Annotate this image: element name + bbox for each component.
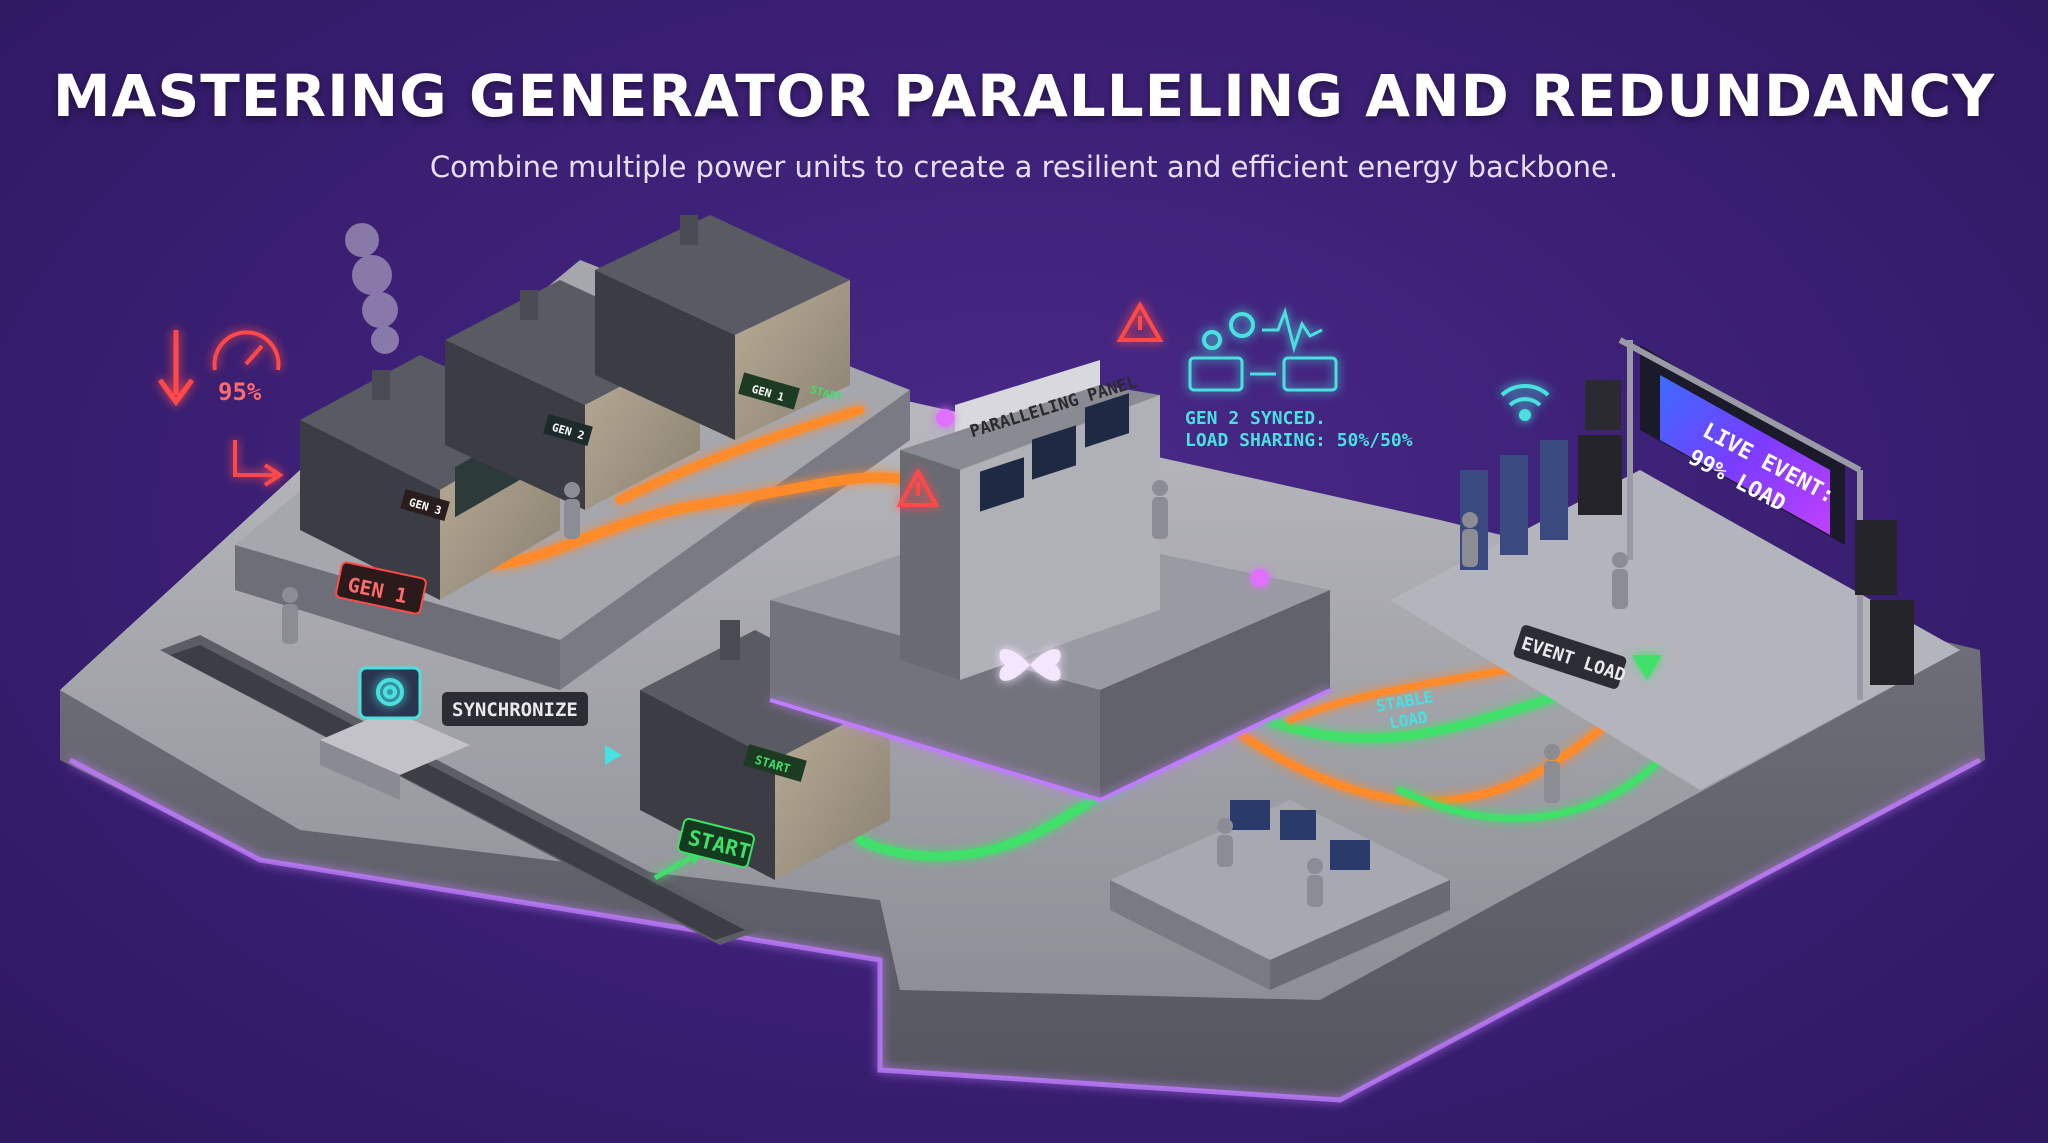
start-badge-bg bbox=[677, 817, 755, 869]
gears-icon bbox=[1202, 312, 1255, 350]
conveyor-track bbox=[160, 635, 760, 945]
synchronize-badge-bg bbox=[442, 692, 588, 726]
sync-arrow bbox=[470, 745, 622, 765]
status-line2: LOAD SHARING: 50%/50% bbox=[1185, 430, 1413, 451]
waveform-icon bbox=[1262, 307, 1323, 354]
control-room bbox=[1110, 800, 1450, 990]
gen1-screen-bg bbox=[738, 372, 800, 410]
event-screen bbox=[1660, 375, 1830, 535]
panel-title-plate bbox=[955, 360, 1100, 432]
logo-icon bbox=[999, 649, 1061, 681]
event-down-arrow bbox=[1632, 605, 1662, 680]
mini-generator-icons bbox=[1188, 356, 1338, 392]
synchronize-label: SYNCHRONIZE bbox=[452, 699, 578, 721]
beacon-light bbox=[1251, 569, 1269, 587]
sync-kiosk bbox=[320, 666, 470, 800]
wifi-icon bbox=[1500, 384, 1550, 421]
start-screen-bg bbox=[743, 744, 807, 782]
status-line1: GEN 2 SYNCED. bbox=[1185, 408, 1326, 429]
paralleling-panel bbox=[900, 360, 1160, 680]
sync-gear-icon bbox=[376, 678, 404, 706]
page-subtitle: Combine multiple power units to create a… bbox=[429, 150, 1619, 184]
gen1-badge-bg bbox=[335, 561, 427, 615]
event-load-badge-bg bbox=[1513, 625, 1627, 689]
beacon-light bbox=[936, 409, 954, 427]
warning-icon bbox=[1116, 300, 1164, 342]
down-arrow-icon bbox=[157, 330, 195, 407]
turn-arrow-icon bbox=[233, 440, 284, 487]
gauge-icon bbox=[212, 330, 281, 371]
warning-icon bbox=[896, 467, 940, 507]
gauge-value: 95% bbox=[218, 378, 262, 406]
gen2-screen-bg bbox=[543, 414, 593, 446]
exhaust-smoke bbox=[345, 223, 399, 354]
page-title: MASTERING GENERATOR PARALLELING AND REDU… bbox=[52, 62, 1996, 130]
gen3-screen-bg bbox=[400, 489, 450, 521]
workers bbox=[282, 480, 1628, 907]
